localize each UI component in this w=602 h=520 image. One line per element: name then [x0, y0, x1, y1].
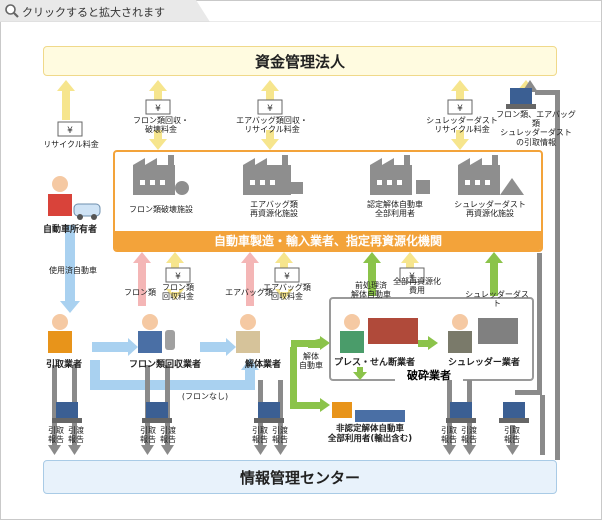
- freon-collector-label: フロン類回収業者: [128, 360, 201, 370]
- dismantler-label: 解体業者: [244, 360, 281, 370]
- fund-management-box: 資金管理法人: [43, 46, 557, 76]
- collector-person-icon: [48, 314, 72, 353]
- airbag-fee-label: エアバッグ類回収・ リサイクル料金: [236, 116, 308, 135]
- non-certified-icon: [332, 402, 405, 422]
- pickup-info-label: フロン類、エアバッグ類 シュレッダーダスト の引取情報: [496, 110, 576, 147]
- shredding-label: 破砕業者: [395, 367, 463, 383]
- yen-bill-icon: ¥: [257, 99, 283, 115]
- facility-label-airbag: エアバッグ類 再資源化施設: [250, 200, 298, 219]
- click-hint-text: クリックすると拡大されます: [22, 6, 165, 19]
- pre-processed-label: 前処理済 解体自動車: [351, 281, 391, 300]
- press-person-icon: [340, 314, 418, 353]
- pickup-report-label: 引取 報告: [48, 426, 64, 445]
- pickup-report-label: 引取 報告: [441, 426, 457, 445]
- yen-bill-icon: ¥: [399, 267, 425, 283]
- pickup-report-label: 引取 報告: [140, 426, 156, 445]
- freon-collector-person-icon: [138, 314, 175, 353]
- delivery-report-label: 引渡 報告: [68, 426, 84, 445]
- delivery-report-label: 引渡 報告: [160, 426, 176, 445]
- computer-icon: [506, 88, 536, 109]
- factory-windows: [140, 180, 490, 185]
- computer-icons: [52, 88, 536, 423]
- facility-label-certified: 認定解体自動車 全部利用者: [367, 200, 423, 219]
- svg-text:¥: ¥: [267, 104, 273, 114]
- yen-bill-icon: ¥: [145, 99, 171, 115]
- manufacturers-label: 自動車製造・輸入業者、指定再資源化機関: [113, 231, 543, 250]
- yen-bill-icon: ¥: [165, 267, 191, 283]
- computer-icon: [52, 402, 82, 423]
- airbag-recovery-fee-label: エアバッグ類 回収料金: [263, 283, 311, 302]
- delivery-report-label: 引渡 報告: [272, 426, 288, 445]
- dismantled-car-label: 解体 自動車: [299, 352, 323, 371]
- freon-recovery-fee-label: フロン類 回収料金: [162, 283, 194, 302]
- certified-plant-icon: [370, 155, 430, 195]
- press-label: プレス・せん断業者: [334, 358, 416, 368]
- delivery-report-label: 引渡 報告: [461, 426, 477, 445]
- freon-airbag-arrows: [133, 252, 259, 306]
- yen-bill-icon: ¥: [57, 121, 83, 137]
- svg-text:¥: ¥: [175, 272, 181, 282]
- airbag-flow-label: エアバッグ類: [225, 288, 273, 297]
- yen-bill-icon: ¥: [274, 267, 300, 283]
- pickup-report-label: 引取 報告: [504, 426, 520, 445]
- freon-plant-icon: [133, 155, 189, 195]
- svg-text:¥: ¥: [409, 272, 415, 282]
- click-hint-bar[interactable]: クリックすると拡大されます: [0, 0, 602, 22]
- no-freon-label: (フロンなし): [181, 392, 229, 401]
- info-center-box: 情報管理センター: [43, 460, 557, 494]
- yen-bill-icon: ¥: [447, 99, 473, 115]
- person-icons: [48, 176, 518, 422]
- money-icons: ¥ ¥ ¥ ¥ ¥ ¥ ¥: [57, 99, 473, 283]
- freon-flow-label: フロン類: [124, 288, 156, 297]
- shredder-label: シュレッダー業者: [448, 358, 520, 368]
- facility-label-dust: シュレッダーダスト 再資源化施設: [454, 200, 526, 219]
- recycle-fee-label: リサイクル料金: [43, 140, 99, 149]
- freon-fee-label: フロン類回収・ 破壊料金: [133, 116, 189, 135]
- shredder-person-icon: [448, 314, 518, 353]
- collector-label: 引取業者: [45, 360, 82, 370]
- magnifier-icon: [5, 4, 19, 18]
- svg-text:¥: ¥: [67, 126, 73, 136]
- green-flow-arrows: [290, 252, 503, 412]
- dust-plant-icon: [458, 155, 524, 195]
- svg-text:¥: ¥: [457, 104, 463, 114]
- factory-icons: [133, 155, 524, 195]
- dismantler-person-icon: [236, 314, 260, 353]
- car-icon: [73, 203, 101, 220]
- owner-person-icon: [48, 176, 72, 216]
- svg-text:¥: ¥: [155, 104, 161, 114]
- shredder-fee-label: シュレッダーダスト リサイクル料金: [426, 116, 498, 135]
- owner-label: 自動車所有者: [42, 225, 97, 235]
- hint-bar-background: [0, 0, 602, 22]
- shredder-dust-flow-label: シュレッダーダスト: [465, 290, 529, 309]
- computer-icon: [254, 402, 284, 423]
- facility-label-freon: フロン類破壊施設: [129, 205, 193, 214]
- non-certified-label: 非認定解体自動車 全部利用者(輸出含む): [327, 424, 413, 444]
- svg-text:¥: ¥: [284, 272, 290, 282]
- pickup-report-label: 引取 報告: [252, 426, 268, 445]
- full-recycle-fee-label: 全部再資源化 費用: [393, 277, 441, 296]
- airbag-plant-icon: [243, 155, 303, 195]
- computer-icon: [446, 402, 476, 423]
- computer-icon: [142, 402, 172, 423]
- used-car-label: 使用済自動車: [49, 266, 97, 275]
- computer-icon: [499, 402, 529, 423]
